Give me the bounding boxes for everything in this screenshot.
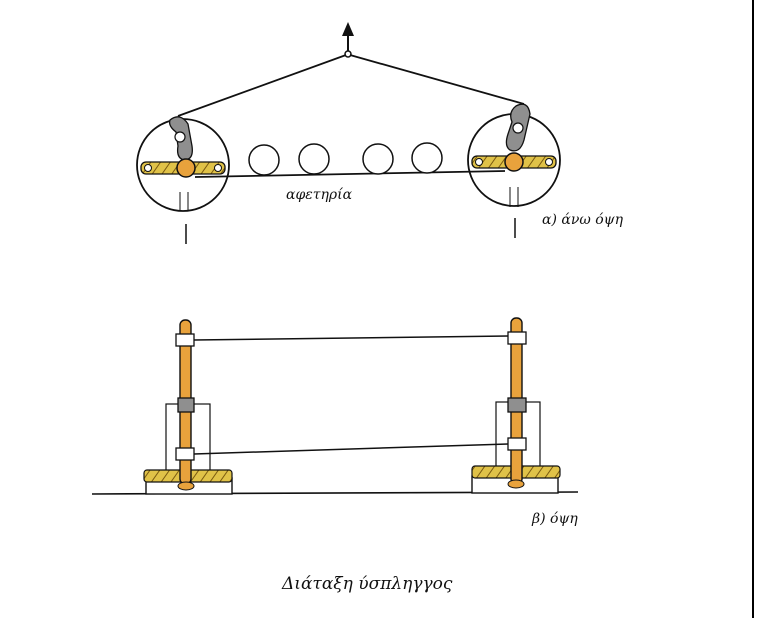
start-string-top xyxy=(194,170,506,178)
top-view: αφετηρία α) άνω όψη xyxy=(136,22,624,244)
start-line-label: αφετηρία xyxy=(286,186,353,203)
start-string-side xyxy=(193,443,509,455)
page-edge-line xyxy=(752,0,754,618)
right-post-side xyxy=(471,317,561,494)
side-view-label: β) όψη xyxy=(531,511,578,527)
left-post-side xyxy=(143,319,233,495)
pull-string-left xyxy=(177,54,347,117)
left-post-top xyxy=(136,116,230,244)
pull-string-right xyxy=(349,54,525,105)
right-post-top xyxy=(467,103,561,238)
caption: Διάταξη ύσπληγγος xyxy=(281,574,453,594)
side-view: β) όψη xyxy=(91,317,578,527)
upper-string-side xyxy=(193,335,509,341)
pull-arrow xyxy=(342,22,354,58)
top-view-label: α) άνω όψη xyxy=(542,212,624,228)
runners xyxy=(248,142,443,176)
